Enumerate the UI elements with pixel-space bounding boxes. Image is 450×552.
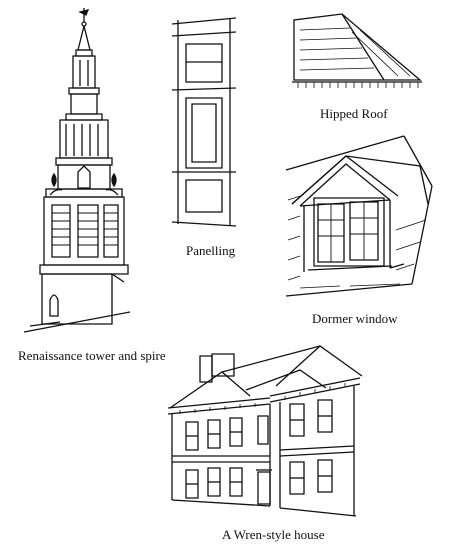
caption-panelling: Panelling [186, 243, 236, 258]
caption-tower: Renaissance tower and spire [18, 348, 166, 363]
caption-dormer-window: Dormer window [312, 311, 398, 326]
caption-wren-house: A Wren-style house [222, 527, 325, 542]
caption-hipped-roof: Hipped Roof [320, 106, 388, 121]
